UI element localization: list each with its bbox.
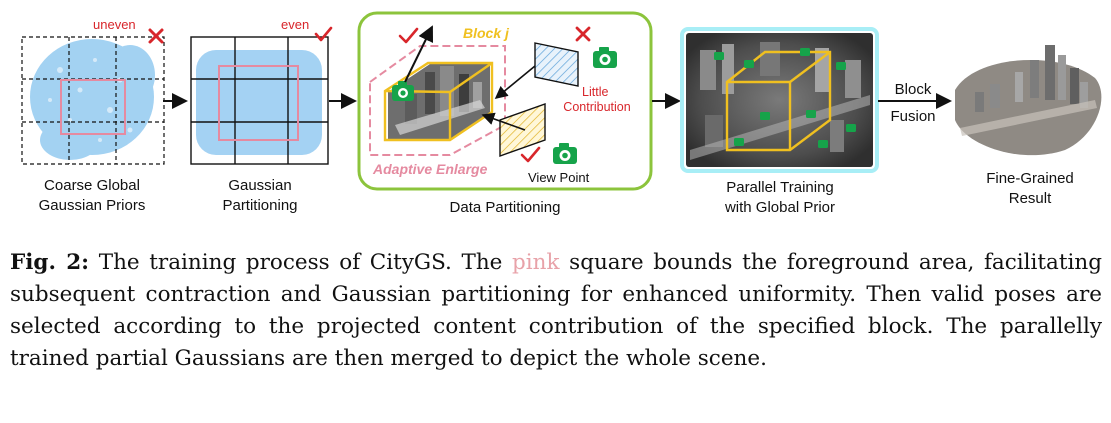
check-mark: [314, 26, 333, 42]
result-buildings: [960, 45, 1097, 136]
label-fine-grained-result: Fine-Grained Result: [955, 169, 1105, 209]
figure: uneven even: [12, 11, 1105, 218]
training-camera-icons: [714, 48, 856, 148]
label-partitioning-line-2: Partitioning: [222, 197, 298, 214]
stage-data-partitioning: Block j Adaptive Enlarge Little Contribu…: [357, 11, 653, 191]
uneven-badge: uneven: [93, 17, 136, 32]
figure-diagram: uneven even: [21, 11, 1102, 191]
label-parallel-line-2: with Global Prior: [724, 199, 836, 216]
camera-icon-block: [392, 81, 414, 101]
label-partitioning-line-1: Gaussian: [228, 177, 292, 194]
training-block-cuboid: [725, 50, 832, 152]
caption-text-after: square bounds the foreground area, facil…: [10, 250, 1102, 371]
little-contribution-line-1: Little: [582, 85, 608, 99]
block-fusion-label-top: Block: [895, 81, 932, 98]
caption-text-before: The training process of CityGS. The: [89, 250, 513, 275]
view-plane-little: [534, 42, 579, 87]
foreground-pink-square: [60, 79, 126, 135]
stage-coarse-priors: uneven: [21, 17, 165, 165]
partition-cloud: [196, 50, 322, 155]
stage-gaussian-partitioning: even: [190, 17, 333, 165]
little-contribution-label: Little Contribution: [563, 85, 630, 114]
camera-icon-view: [553, 143, 577, 164]
figure-caption: Fig. 2: The training process of CityGS. …: [10, 247, 1102, 375]
even-badge: even: [281, 17, 309, 32]
stage-parallel-training: [680, 27, 879, 173]
label-parallel-line-1: Parallel Training: [726, 179, 834, 196]
label-parallel-training: Parallel Training with Global Prior: [690, 178, 870, 218]
enlarge-dash-box: [369, 45, 506, 156]
camera-block-ray: [404, 25, 434, 83]
partition-grid-lines: [191, 37, 328, 164]
label-fine-grained-line-1: Fine-Grained: [986, 170, 1074, 187]
adaptive-enlarge-label: Adaptive Enlarge: [372, 161, 488, 177]
little-contribution-ray: [494, 65, 536, 100]
view-point-ray: [481, 112, 526, 131]
little-contribution-line-2: Contribution: [563, 100, 630, 114]
partition-pink-square: [218, 65, 299, 141]
cross-mark-little: [575, 26, 591, 42]
label-gaussian-partitioning: Gaussian Partitioning: [190, 176, 330, 216]
label-fine-grained-line-2: Result: [1008, 190, 1052, 207]
view-point-label: View Point: [528, 170, 590, 185]
label-coarse-line-1: Coarse Global: [44, 177, 140, 194]
block-j-cuboid: [383, 61, 494, 142]
caption-highlight-pink: pink: [512, 250, 560, 275]
block-j-label: Block j: [463, 25, 510, 41]
stage-fine-grained-result: [955, 45, 1102, 156]
view-plane-valid: [499, 103, 546, 157]
label-coarse-global-gaussian-priors: Coarse Global Gaussian Priors: [12, 176, 172, 216]
check-mark-block-camera: [398, 27, 419, 44]
caption-label: Fig. 2:: [10, 250, 90, 275]
label-data-partitioning: Data Partitioning: [449, 199, 561, 216]
label-coarse-line-2: Gaussian Priors: [38, 197, 146, 214]
camera-icon-little: [593, 47, 617, 68]
check-mark-view: [520, 146, 541, 163]
block-fusion-label-bottom: Fusion: [890, 108, 935, 125]
cross-mark: [148, 28, 164, 44]
